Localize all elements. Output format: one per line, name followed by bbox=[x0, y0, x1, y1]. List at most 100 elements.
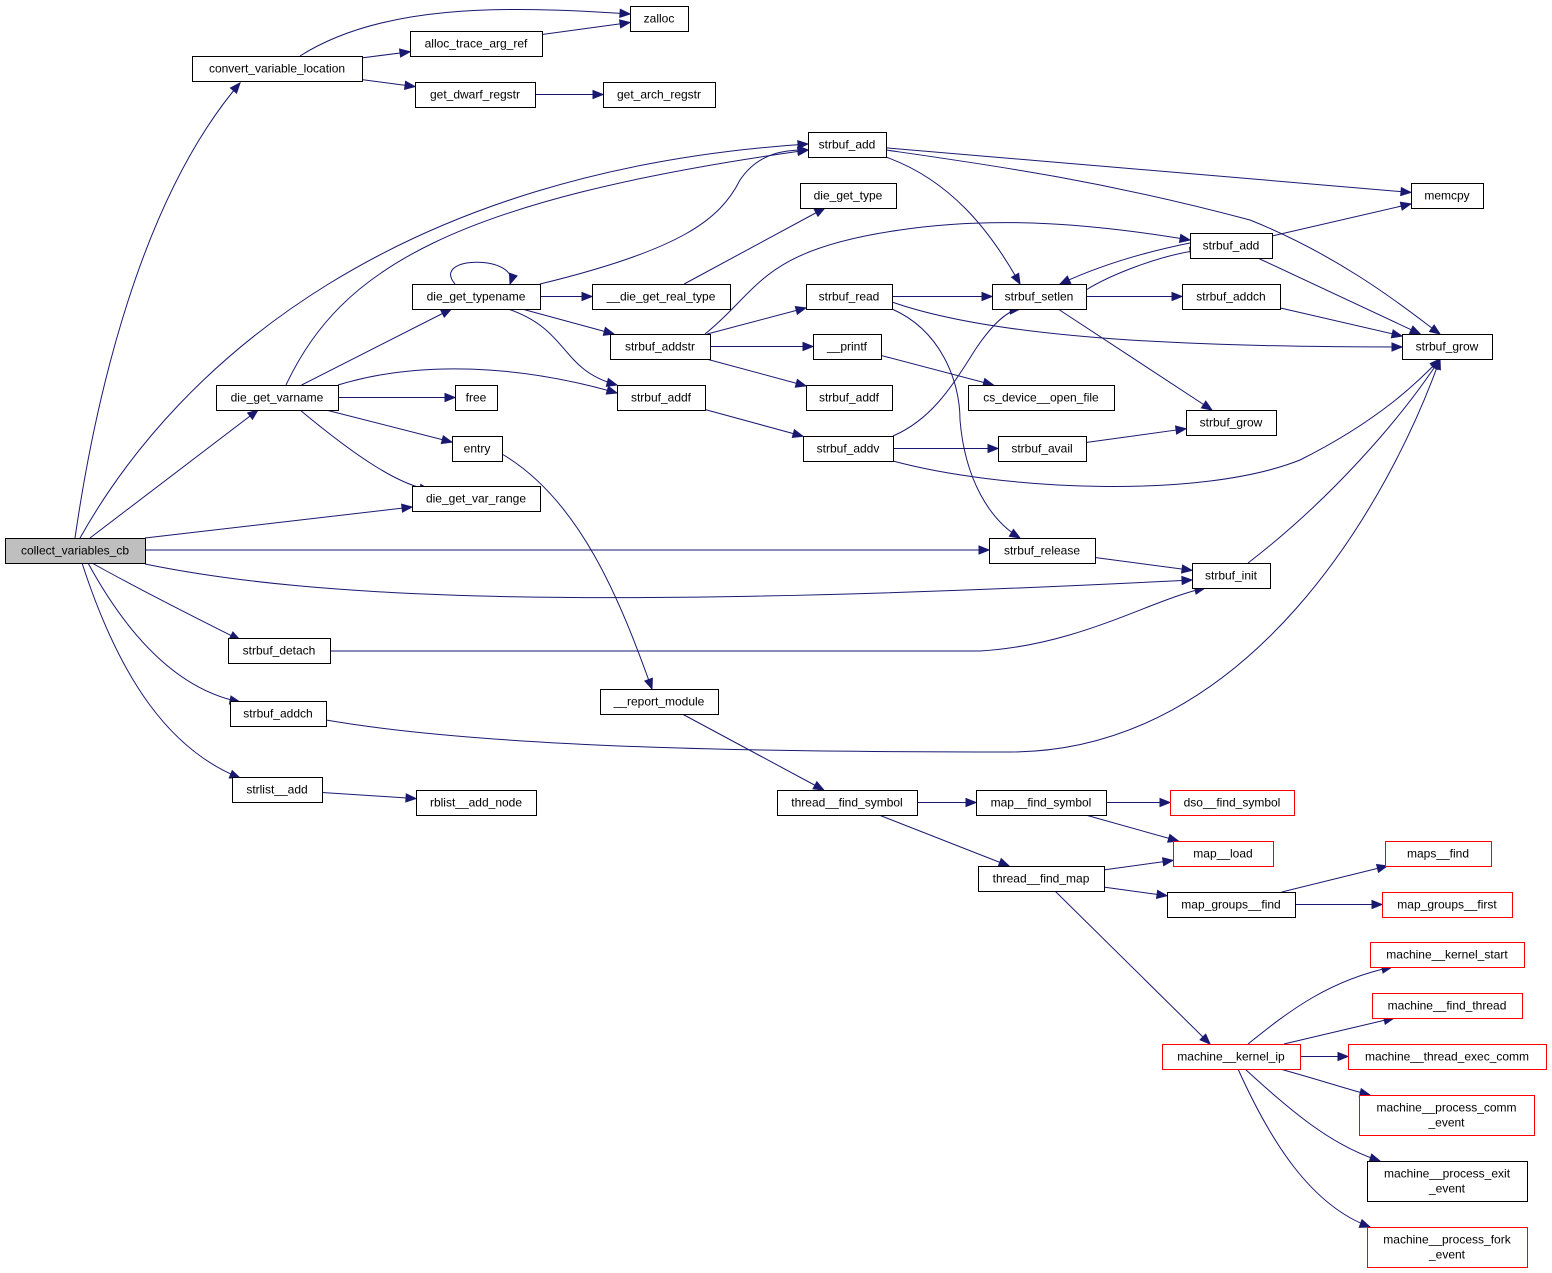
node-box[interactable] bbox=[1348, 1044, 1547, 1070]
node-box[interactable] bbox=[1359, 1095, 1535, 1136]
node-box[interactable] bbox=[808, 132, 887, 158]
node-thread--find-map[interactable]: thread__find_map bbox=[978, 866, 1105, 892]
node-box[interactable] bbox=[968, 385, 1115, 411]
node-convert-variable-location[interactable]: convert_variable_location bbox=[192, 56, 363, 82]
node-strbuf-addf-2[interactable]: strbuf_addf bbox=[806, 385, 893, 411]
node-maps--find[interactable]: maps__find bbox=[1385, 841, 1492, 867]
node-box[interactable] bbox=[455, 385, 498, 411]
node-machine--process-fork-event[interactable]: machine__process_fork_event bbox=[1367, 1227, 1528, 1268]
node-box[interactable] bbox=[976, 790, 1107, 816]
node-box[interactable] bbox=[1162, 1044, 1301, 1070]
node-box[interactable] bbox=[998, 436, 1087, 462]
node-box[interactable] bbox=[1170, 790, 1295, 816]
node-machine--kernel-ip[interactable]: machine__kernel_ip bbox=[1162, 1044, 1301, 1070]
node-die-get-typename[interactable]: die_get_typename bbox=[412, 284, 541, 310]
node---die-get-real-type[interactable]: __die_get_real_type bbox=[592, 284, 731, 310]
node-box[interactable] bbox=[1190, 233, 1273, 259]
node-get-arch-regstr[interactable]: get_arch_regstr bbox=[603, 82, 716, 108]
node-strbuf-grow-1[interactable]: strbuf_grow bbox=[1402, 334, 1493, 360]
node-free[interactable]: free bbox=[455, 385, 498, 411]
node-map-groups--find[interactable]: map_groups__find bbox=[1167, 892, 1296, 918]
node-box[interactable] bbox=[232, 777, 323, 803]
node-dso--find-symbol[interactable]: dso__find_symbol bbox=[1170, 790, 1295, 816]
node-entry[interactable]: entry bbox=[452, 436, 503, 462]
node-strbuf-addch-2[interactable]: strbuf_addch bbox=[230, 701, 327, 727]
node-die-get-var-range[interactable]: die_get_var_range bbox=[412, 486, 541, 512]
node-machine--thread-exec-comm[interactable]: machine__thread_exec_comm bbox=[1348, 1044, 1547, 1070]
node-box[interactable] bbox=[1367, 1227, 1528, 1268]
node-strbuf-release[interactable]: strbuf_release bbox=[989, 538, 1096, 564]
node-box[interactable] bbox=[216, 385, 339, 411]
node-get-dwarf-regstr[interactable]: get_dwarf_regstr bbox=[415, 82, 536, 108]
node-strbuf-avail[interactable]: strbuf_avail bbox=[998, 436, 1087, 462]
node-machine--find-thread[interactable]: machine__find_thread bbox=[1372, 993, 1523, 1019]
node-box[interactable] bbox=[592, 284, 731, 310]
node-map--find-symbol[interactable]: map__find_symbol bbox=[976, 790, 1107, 816]
node-machine--process-comm-event[interactable]: machine__process_comm_event bbox=[1359, 1095, 1535, 1136]
node-box[interactable] bbox=[610, 334, 711, 360]
node-die-get-type[interactable]: die_get_type bbox=[800, 183, 897, 209]
node-zalloc[interactable]: zalloc bbox=[630, 6, 689, 32]
node-memcpy[interactable]: memcpy bbox=[1411, 183, 1484, 209]
node---report-module[interactable]: __report_module bbox=[600, 689, 719, 715]
node-box[interactable] bbox=[1370, 942, 1525, 968]
node-box[interactable] bbox=[412, 486, 541, 512]
node-box[interactable] bbox=[416, 790, 537, 816]
node-strbuf-add-2[interactable]: strbuf_add bbox=[1190, 233, 1273, 259]
node-box[interactable] bbox=[1411, 183, 1484, 209]
node-strbuf-init[interactable]: strbuf_init bbox=[1192, 563, 1271, 589]
node-rblist--add-node[interactable]: rblist__add_node bbox=[416, 790, 537, 816]
node-box[interactable] bbox=[600, 689, 719, 715]
node-strbuf-grow-2[interactable]: strbuf_grow bbox=[1186, 410, 1277, 436]
node-box[interactable] bbox=[230, 701, 327, 727]
node---printf[interactable]: __printf bbox=[813, 334, 882, 360]
node-box[interactable] bbox=[228, 638, 331, 664]
node-strbuf-detach[interactable]: strbuf_detach bbox=[228, 638, 331, 664]
node-box[interactable] bbox=[452, 436, 503, 462]
node-box[interactable] bbox=[192, 56, 363, 82]
node-box[interactable] bbox=[800, 183, 897, 209]
node-machine--kernel-start[interactable]: machine__kernel_start bbox=[1370, 942, 1525, 968]
node-box[interactable] bbox=[989, 538, 1096, 564]
node-strbuf-setlen[interactable]: strbuf_setlen bbox=[992, 284, 1087, 310]
node-box[interactable] bbox=[1372, 993, 1523, 1019]
node-box[interactable] bbox=[617, 385, 706, 411]
node-box[interactable] bbox=[978, 866, 1105, 892]
node-strlist--add[interactable]: strlist__add bbox=[232, 777, 323, 803]
node-box[interactable] bbox=[813, 334, 882, 360]
node-collect-variables-cb[interactable]: collect_variables_cb bbox=[5, 538, 146, 564]
node-map--load[interactable]: map__load bbox=[1173, 841, 1274, 867]
node-strbuf-read[interactable]: strbuf_read bbox=[806, 284, 893, 310]
node-box[interactable] bbox=[803, 436, 894, 462]
node-box[interactable] bbox=[1182, 284, 1281, 310]
node-thread--find-symbol[interactable]: thread__find_symbol bbox=[777, 790, 918, 816]
node-map-groups--first[interactable]: map_groups__first bbox=[1382, 892, 1513, 918]
node-box[interactable] bbox=[806, 284, 893, 310]
node-box[interactable] bbox=[1402, 334, 1493, 360]
node-box[interactable] bbox=[1367, 1161, 1528, 1202]
node-box[interactable] bbox=[1192, 563, 1271, 589]
node-box[interactable] bbox=[1186, 410, 1277, 436]
node-die-get-varname[interactable]: die_get_varname bbox=[216, 385, 339, 411]
node-box[interactable] bbox=[5, 538, 146, 564]
node-box[interactable] bbox=[415, 82, 536, 108]
node-strbuf-addv[interactable]: strbuf_addv bbox=[803, 436, 894, 462]
node-box[interactable] bbox=[603, 82, 716, 108]
node-box[interactable] bbox=[992, 284, 1087, 310]
node-box[interactable] bbox=[630, 6, 689, 32]
node-box[interactable] bbox=[410, 31, 543, 57]
node-box[interactable] bbox=[412, 284, 541, 310]
node-strbuf-addf-1[interactable]: strbuf_addf bbox=[617, 385, 706, 411]
node-box[interactable] bbox=[806, 385, 893, 411]
node-cs-device--open-file[interactable]: cs_device__open_file bbox=[968, 385, 1115, 411]
node-box[interactable] bbox=[1382, 892, 1513, 918]
node-strbuf-addch-1[interactable]: strbuf_addch bbox=[1182, 284, 1281, 310]
node-box[interactable] bbox=[1385, 841, 1492, 867]
node-box[interactable] bbox=[1167, 892, 1296, 918]
node-strbuf-add-1[interactable]: strbuf_add bbox=[808, 132, 887, 158]
node-machine--process-exit-event[interactable]: machine__process_exit_event bbox=[1367, 1161, 1528, 1202]
node-alloc-trace-arg-ref[interactable]: alloc_trace_arg_ref bbox=[410, 31, 543, 57]
node-strbuf-addstr[interactable]: strbuf_addstr bbox=[610, 334, 711, 360]
node-box[interactable] bbox=[1173, 841, 1274, 867]
node-box[interactable] bbox=[777, 790, 918, 816]
